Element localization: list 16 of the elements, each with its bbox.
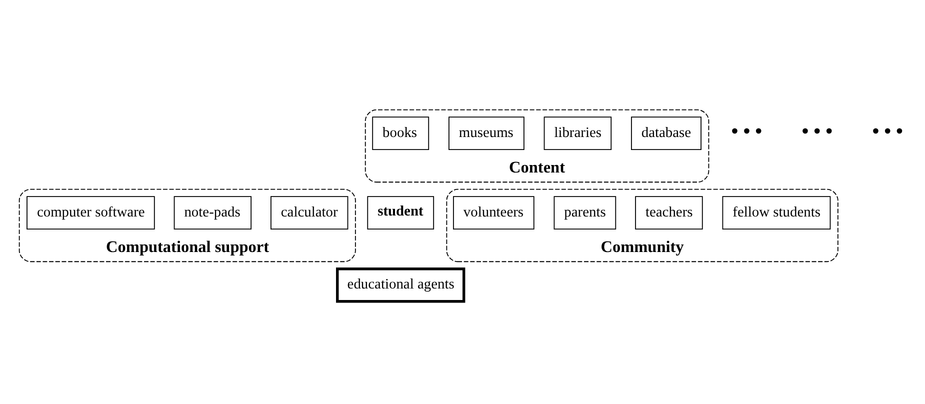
node-box: volunteers: [453, 196, 534, 230]
node-box: fellow students: [722, 196, 831, 230]
node-box: educational agents: [336, 268, 466, 303]
node-box: teachers: [635, 196, 703, 230]
label: • • •: [802, 120, 833, 142]
node-box: computer software: [26, 196, 155, 230]
label: • • •: [872, 120, 904, 142]
node-box: student: [367, 196, 434, 230]
node-box: libraries: [544, 116, 612, 150]
node-box: calculator: [270, 196, 348, 230]
node-box: books: [372, 116, 430, 150]
node-box: note-pads: [174, 196, 252, 230]
node-box: parents: [554, 196, 616, 230]
node-box: database: [631, 116, 702, 150]
node-box: museums: [448, 116, 524, 150]
label: • • •: [731, 120, 762, 142]
